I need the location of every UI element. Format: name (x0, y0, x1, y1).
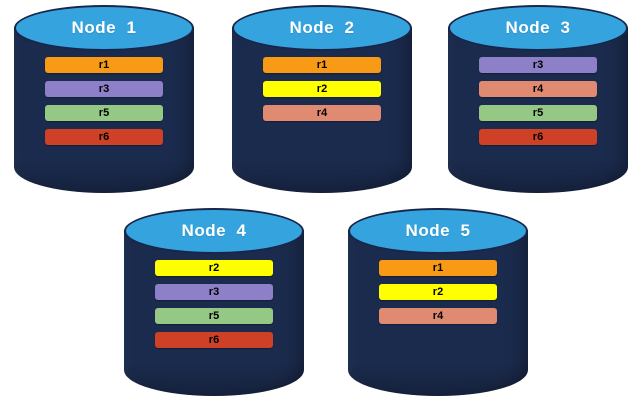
record-bar[interactable]: r4 (479, 81, 597, 97)
record-list: r1 r2 r4 (232, 57, 412, 121)
record-bar[interactable]: r2 (379, 284, 497, 300)
node-cylinder-5[interactable]: Node 5 r1 r2 r4 (348, 208, 528, 396)
record-bar[interactable]: r1 (379, 260, 497, 276)
record-bar[interactable]: r1 (45, 57, 163, 73)
node-label: Node 3 (505, 18, 571, 37)
node-label: Node 2 (289, 18, 355, 37)
node-cylinder-3[interactable]: Node 3 r3 r4 r5 r6 (448, 5, 628, 193)
record-bar[interactable]: r5 (45, 105, 163, 121)
cylinder-top-disc (448, 5, 628, 51)
node-cylinder-1[interactable]: Node 1 r1 r3 r5 r6 (14, 5, 194, 193)
record-bar[interactable]: r1 (263, 57, 381, 73)
cylinder-top-disc (124, 208, 304, 254)
record-list: r1 r3 r5 r6 (14, 57, 194, 145)
record-list: r1 r2 r4 (348, 260, 528, 324)
record-list: r2 r3 r5 r6 (124, 260, 304, 348)
record-bar[interactable]: r6 (45, 129, 163, 145)
node-cylinder-2[interactable]: Node 2 r1 r2 r4 (232, 5, 412, 193)
record-bar[interactable]: r4 (263, 105, 381, 121)
cylinder-top-disc (232, 5, 412, 51)
record-bar[interactable]: r3 (479, 57, 597, 73)
cylinder-body (14, 27, 194, 193)
node-cylinder-4[interactable]: Node 4 r2 r3 r5 r6 (124, 208, 304, 396)
record-bar[interactable]: r5 (479, 105, 597, 121)
record-list: r3 r4 r5 r6 (448, 57, 628, 145)
cylinder-top-disc (14, 5, 194, 51)
node-label: Node 4 (181, 221, 247, 240)
cylinder-top-disc (348, 208, 528, 254)
record-bar[interactable]: r4 (379, 308, 497, 324)
record-bar[interactable]: r3 (45, 81, 163, 97)
node-label: Node 5 (405, 221, 471, 240)
record-bar[interactable]: r5 (155, 308, 273, 324)
record-bar[interactable]: r2 (263, 81, 381, 97)
record-bar[interactable]: r6 (155, 332, 273, 348)
record-bar[interactable]: r6 (479, 129, 597, 145)
record-bar[interactable]: r2 (155, 260, 273, 276)
node-label: Node 1 (71, 18, 137, 37)
record-bar[interactable]: r3 (155, 284, 273, 300)
